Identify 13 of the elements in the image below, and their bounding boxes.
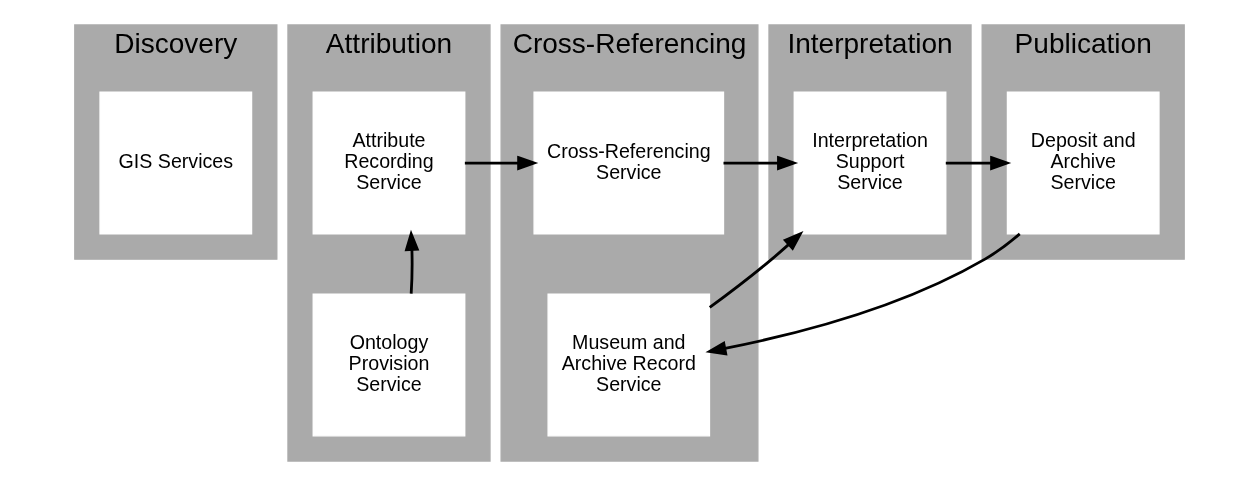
arrow: [945, 155, 1011, 171]
node-box: Ontology Provision Service: [312, 293, 465, 437]
arrow: [723, 155, 798, 171]
node-box: Interpretation Support Service: [793, 91, 946, 235]
node-box: Museum and Archive Record Service: [546, 293, 710, 437]
arrow: [404, 229, 419, 294]
node-box: Cross-Referencing Service: [532, 91, 724, 235]
node-box: Deposit and Archive Service: [1006, 91, 1160, 235]
arrow: [464, 155, 538, 171]
arrow: [708, 231, 803, 309]
arrow: [704, 232, 1021, 356]
node-box: GIS Services: [98, 91, 252, 235]
node-box: Attribute Recording Service: [312, 91, 465, 235]
